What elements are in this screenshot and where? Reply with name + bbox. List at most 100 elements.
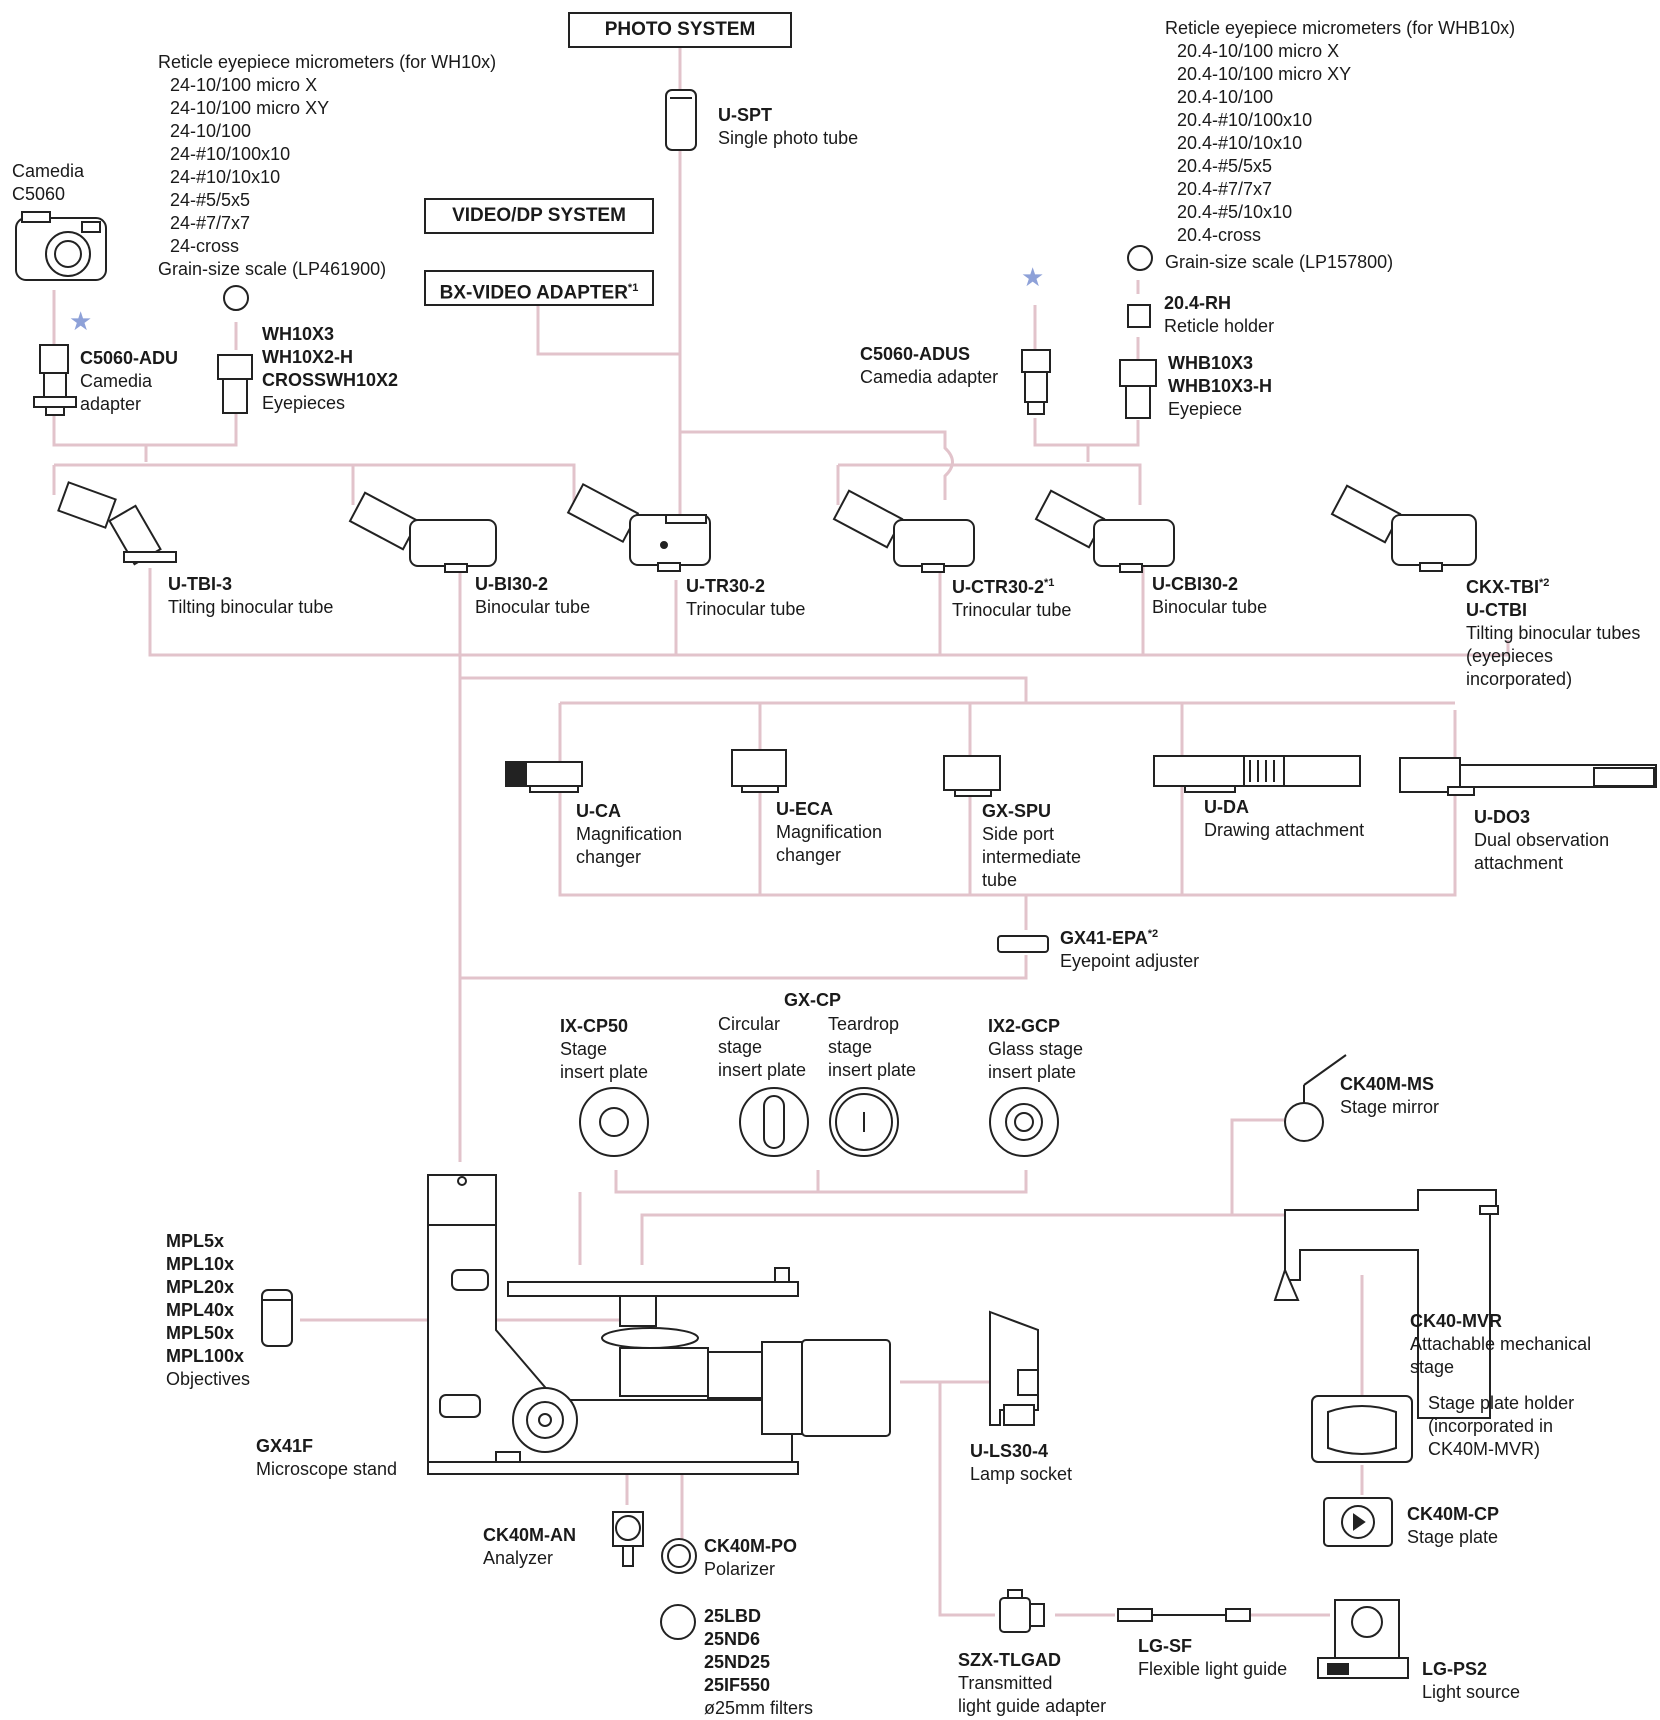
filter-name: 25IF550 [704,1675,771,1695]
reticle-heading: Reticle eyepiece micrometers (for WH10x) [158,52,497,72]
u-eca-icon [731,749,787,793]
reticle-item: 24-#10/100x10 [170,144,291,164]
gx-cp-name: GX-CP [784,989,841,1012]
u-bi30-2-desc: Binocular tube [475,597,591,617]
u-ca-icon [505,761,583,793]
polarizer-icon [661,1538,697,1574]
grain-scale-whb-icon [1127,245,1153,271]
filter-name: 25LBD [704,1606,762,1626]
szx-tlgad-name: SZX-TLGAD [958,1650,1061,1670]
wh10-name: WH10X2-H [262,347,354,367]
u-tr30-2-desc: Trinocular tube [686,599,806,619]
gx-spu-icon [943,755,1001,797]
gx-cp-circular-desc: insert plate [718,1060,807,1080]
ckx-tbi-desc: incorporated) [1466,669,1573,689]
filter-name: 25ND6 [704,1629,761,1649]
bx-video-adapter-box: BX-VIDEO ADAPTER*1 [424,270,654,306]
filter-name: 25ND25 [704,1652,771,1672]
gx-cp-name-text: GX-CP [784,990,842,1010]
c5060-adus-desc: Camedia adapter [860,367,999,387]
ck40m-an-name: CK40M-AN [483,1525,577,1545]
ix2-gcp-plate-icon [989,1087,1059,1157]
light-source-icon [1317,1599,1409,1679]
lg-ps2-name: LG-PS2 [1422,1659,1488,1679]
photo-system-box: PHOTO SYSTEM [568,12,792,48]
ckx-tbi-name-text: CKX-TBI [1466,577,1539,597]
objective-icon [261,1289,293,1347]
gx-cp-circular-desc: stage [718,1037,763,1057]
wh10-desc: Eyepieces [262,393,346,413]
reticle-item: 24-10/100 micro XY [170,98,330,118]
gx-cp-teardrop-desc: Teardrop [828,1014,900,1034]
gx41-epa-icon [997,935,1049,953]
objective-name: MPL20x [166,1277,235,1297]
microscope-stand-icon [427,1174,891,1475]
gx-spu-name: GX-SPU [982,801,1052,821]
ck40m-ms-name: CK40M-MS [1340,1074,1435,1094]
u-bi30-2-name: U-BI30-2 [475,574,549,594]
gx-cp-teardrop-desc: stage [828,1037,873,1057]
u-ctr30-2-tube-icon [832,489,975,573]
c5060-adu-icon [33,344,77,416]
u-ca-desc: Magnification [576,824,683,844]
reticle-item: 24-#5/5x5 [170,190,251,210]
grain-scale-wh-icon [223,285,249,311]
stage-plate-holder-icon [1311,1395,1413,1463]
gx41f-desc: Microscope stand [256,1459,398,1479]
ck40m-po-desc: Polarizer [704,1559,776,1579]
whb10-eyepiece-icon [1119,359,1157,419]
note-mark: *1 [1044,577,1055,589]
reticle-item: 20.4-#10/100x10 [1177,110,1313,130]
u-tr30-2-name: U-TR30-2 [686,576,766,596]
u-da-icon [1153,755,1361,793]
objectives-desc: Objectives [166,1369,251,1389]
wh10-name: CROSSWH10X2 [262,370,399,390]
u-do3-desc: attachment [1474,853,1564,873]
gx-cp-teardrop-desc: insert plate [828,1060,917,1080]
gx-spu-desc: Side port [982,824,1055,844]
video-dp-system-box: VIDEO/DP SYSTEM [424,198,654,234]
whb10-desc: Eyepiece [1168,399,1243,419]
teardrop-insert-plate-icon [829,1087,899,1157]
lg-ps2-desc: Light source [1422,1682,1521,1702]
whb10-name: WHB10X3 [1168,353,1254,373]
lg-sf-name: LG-SF [1138,1636,1192,1656]
u-ctr30-2-name-text: U-CTR30-2 [952,577,1045,597]
holder-desc: CK40M-MVR) [1428,1439,1541,1459]
ckx-tbi-name: CKX-TBI*2 [1466,572,1640,599]
u-ca-name: U-CA [576,801,621,821]
reticle-item: 24-#10/10x10 [170,167,281,187]
ck40m-po-name: CK40M-PO [704,1536,798,1556]
reticle-item: 24-10/100 micro X [170,75,318,95]
c5060-adus-label: C5060-ADUS Camedia adapter [860,343,998,389]
u-da-name: U-DA [1204,797,1249,817]
reticle-item: 20.4-10/100 [1177,87,1274,107]
gx41-epa-name-text: GX41-EPA [1060,928,1148,948]
gx-cp-teardrop-label: Teardrop stage insert plate [828,1013,916,1082]
u-ca-desc: changer [576,847,642,867]
c5060-adu-name: C5060-ADU [80,348,179,368]
ckx-tbi-desc: (eyepieces [1466,646,1554,666]
u-cbi30-2-name: U-CBI30-2 [1152,574,1239,594]
c5060-adus-name: C5060-ADUS [860,344,971,364]
u-eca-desc: changer [776,845,842,865]
reticle-item: 20.4-10/100 micro X [1177,41,1340,61]
star-icon: ★ [69,306,93,336]
stage-plate-icon [1323,1497,1393,1547]
gx41-epa-desc: Eyepoint adjuster [1060,951,1200,971]
u-ctr30-2-desc: Trinocular tube [952,600,1072,620]
objective-name: MPL5x [166,1231,225,1251]
